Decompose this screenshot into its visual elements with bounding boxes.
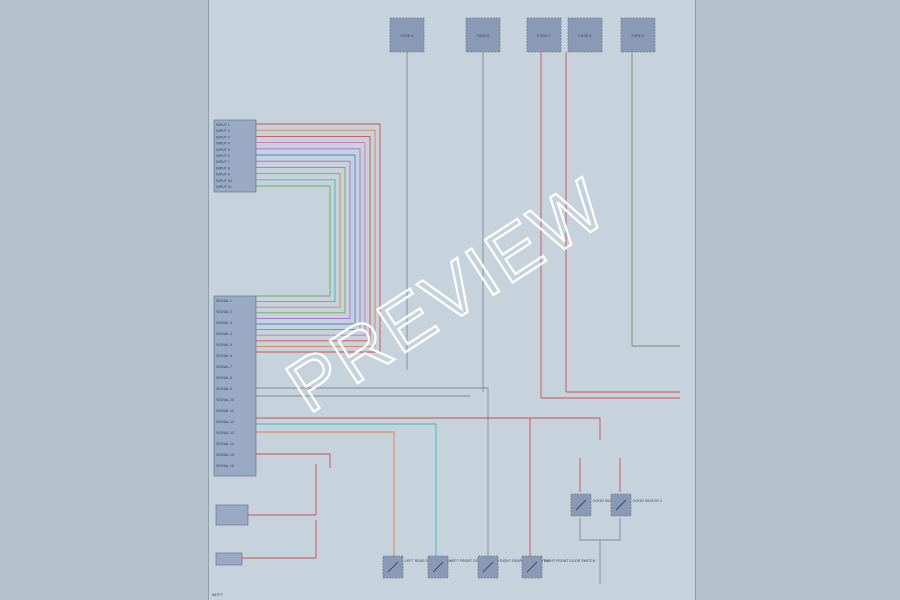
bottom-switch-4: RIGHT FRONT DOOR SWITCH <box>521 555 596 579</box>
top-component-2: FUSE B <box>465 17 501 53</box>
left-pin-label: INPUT 10 <box>216 179 232 183</box>
switch-label: DOOR SWITCH 1 <box>593 499 622 503</box>
control-pin-label: SIGNAL 16 <box>216 464 234 468</box>
top-component-1: FUSE A <box>389 17 425 53</box>
control-pin-label: SIGNAL 12 <box>216 420 234 424</box>
right-switch-2: DOOR SWITCH 2 <box>610 493 662 517</box>
signal-wire <box>256 453 331 468</box>
left-pin-label: INPUT 8 <box>216 166 230 170</box>
top-component-5: FUSE E <box>620 17 656 53</box>
left-pin-label: INPUT 1 <box>216 123 230 127</box>
control-pin-label: SIGNAL 2 <box>216 310 232 314</box>
harness-wire <box>256 148 361 331</box>
control-pin-label: SIGNAL 13 <box>216 431 234 435</box>
control-pin-label: SIGNAL 3 <box>216 321 232 325</box>
left-pin-label: INPUT 5 <box>216 148 230 152</box>
signal-wire <box>256 387 489 560</box>
signal-wire <box>242 520 317 559</box>
control-unit-block: SIGNAL 1 SIGNAL 2 SIGNAL 3 SIGNAL 4 SIGNAL 5… <box>213 295 257 477</box>
harness-wire <box>256 142 366 336</box>
harness-wire <box>256 135 371 342</box>
harness-wire <box>256 185 331 297</box>
left-pin-label: INPUT 11 <box>216 185 231 189</box>
left-pin-label: INPUT 3 <box>216 135 230 139</box>
control-pin-label: SIGNAL 8 <box>216 376 232 380</box>
top-component-3: FUSE C <box>526 17 562 53</box>
left-pin-label: INPUT 6 <box>216 154 230 158</box>
harness-wire <box>256 123 381 353</box>
top-component-label: FUSE D <box>578 34 592 38</box>
harness-wire <box>256 129 376 347</box>
ground-wire <box>579 518 621 541</box>
left-pin-label: INPUT 7 <box>216 160 230 164</box>
top-component-label: FUSE A <box>401 34 414 38</box>
footer-code: A87P7 <box>212 593 223 597</box>
left-connector-block: INPUT 1 INPUT 2 INPUT 3 INPUT 4 INPUT 5 INPUT… <box>213 119 257 193</box>
top-component-label: FUSE B <box>477 34 491 38</box>
ground-module <box>215 552 243 566</box>
bottom-switch-2: LEFT FRONT DOOR SWITCH <box>427 555 499 579</box>
left-pin-label: INPUT 4 <box>216 142 230 146</box>
control-pin-label: SIGNAL 11 <box>216 409 234 413</box>
signal-wire <box>256 417 531 560</box>
switch-label: DOOR SWITCH 2 <box>633 499 662 503</box>
signal-wire <box>256 423 437 560</box>
harness-wire <box>256 160 351 319</box>
right-switch-1: DOOR SWITCH 1 <box>570 493 622 517</box>
harness-wire <box>256 154 356 325</box>
harness-wire <box>256 179 336 303</box>
control-pin-label: SIGNAL 7 <box>216 365 232 369</box>
control-pin-label: SIGNAL 6 <box>216 354 232 358</box>
left-pin-label: INPUT 2 <box>216 129 230 133</box>
top-component-label: FUSE C <box>537 34 551 38</box>
signal-wire <box>256 431 395 560</box>
control-pin-label: SIGNAL 4 <box>216 332 232 336</box>
top-component-4: FUSE D <box>567 17 603 53</box>
harness-wire <box>256 173 341 308</box>
control-pin-label: SIGNAL 5 <box>216 343 232 347</box>
switch-label: LEFT FRONT DOOR SWITCH <box>450 559 499 563</box>
harness-wire <box>256 166 346 314</box>
control-pin-label: SIGNAL 15 <box>216 453 234 457</box>
control-pin-label: SIGNAL 9 <box>216 387 232 391</box>
control-pin-label: SIGNAL 1 <box>216 299 232 303</box>
top-component-label: FUSE E <box>632 34 646 38</box>
control-pin-label: SIGNAL 14 <box>216 442 234 446</box>
left-pin-label: INPUT 9 <box>216 173 230 177</box>
signal-wire <box>248 464 317 516</box>
lower-module <box>215 504 249 526</box>
signal-wire <box>256 417 601 440</box>
control-pin-label: SIGNAL 10 <box>216 398 234 402</box>
switch-label: RIGHT FRONT DOOR SWITCH <box>544 559 596 563</box>
